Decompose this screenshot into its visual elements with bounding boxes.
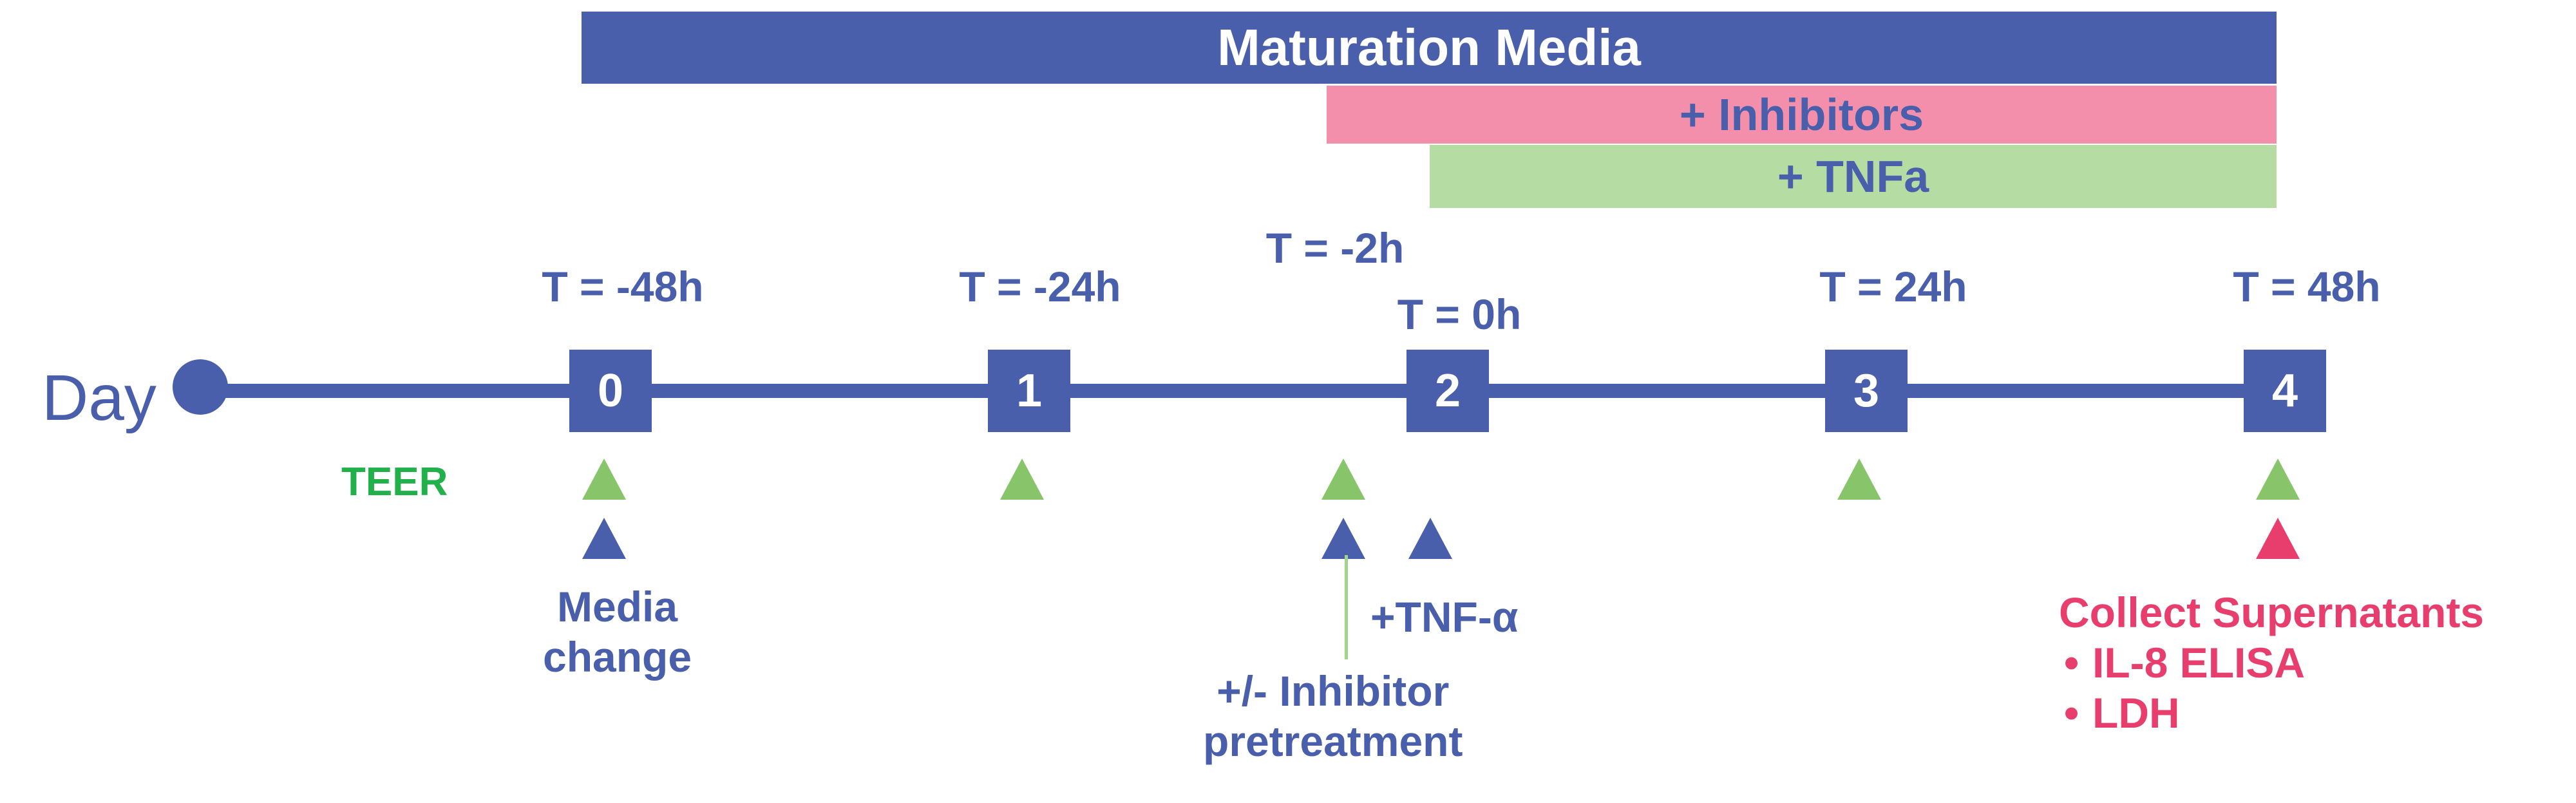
teer-label: TEER <box>341 460 448 504</box>
time-label-day-1: T = -24h <box>959 263 1121 310</box>
time-label-day-0: T = -48h <box>542 263 704 310</box>
collect-supernatants-list: IL-8 ELISA LDH <box>2059 638 2484 739</box>
day-box-2-label: 2 <box>1434 365 1461 417</box>
day-box-3-label: 3 <box>1853 365 1880 417</box>
media-change-marker <box>582 518 626 559</box>
tnfa-label: + TNFa <box>1777 151 1929 202</box>
time-label-minus-2h: T = -2h <box>1265 224 1405 272</box>
tnf-alpha-marker <box>1408 518 1452 559</box>
inhibitor-marker <box>1321 518 1365 559</box>
time-label-day-4: T = 48h <box>2233 263 2381 310</box>
maturation-media-bar: Maturation Media <box>582 12 2277 84</box>
day-axis-label: Day <box>42 362 156 434</box>
tnf-alpha-note: +TNF-α <box>1370 593 1519 641</box>
inhibitor-pretreatment-note: +/- Inhibitor pretreatment <box>1203 666 1463 767</box>
time-label-day-3: T = 24h <box>1819 263 1967 310</box>
teer-marker-pretreatment <box>1321 458 1365 500</box>
day-box-0-label: 0 <box>597 365 624 417</box>
pretreatment-connector-line <box>1345 555 1348 659</box>
teer-marker-day-4 <box>2256 458 2300 500</box>
teer-marker-day-3 <box>1837 458 1881 500</box>
teer-marker-day-0 <box>582 458 626 500</box>
media-change-line-2: change <box>543 632 692 681</box>
day-box-2: 2 <box>1406 350 1489 432</box>
inhibitors-label: + Inhibitors <box>1679 90 1924 140</box>
inhibitors-bar: + Inhibitors <box>1327 86 2277 144</box>
maturation-media-label: Maturation Media <box>1217 19 1641 76</box>
time-label-day-2: T = 0h <box>1397 290 1522 338</box>
teer-marker-day-1 <box>1000 458 1044 500</box>
collect-item-il8: IL-8 ELISA <box>2059 638 2484 688</box>
inhibitor-pretreatment-line-2: pretreatment <box>1203 717 1463 765</box>
day-box-4: 4 <box>2244 350 2326 432</box>
collect-supernatants-note: Collect Supernatants IL-8 ELISA LDH <box>2059 588 2484 739</box>
collect-marker <box>2256 518 2300 559</box>
media-change-line-1: Media <box>557 583 678 630</box>
day-box-1-label: 1 <box>1016 365 1043 417</box>
day-box-4-label: 4 <box>2271 365 2298 417</box>
timeline-line <box>200 384 2280 398</box>
day-box-1: 1 <box>988 350 1070 432</box>
inhibitor-pretreatment-line-1: +/- Inhibitor <box>1217 667 1450 715</box>
timeline-start-dot <box>173 359 228 415</box>
day-box-0: 0 <box>569 350 652 432</box>
collect-supernatants-title: Collect Supernatants <box>2059 589 2485 636</box>
day-box-3: 3 <box>1825 350 1908 432</box>
media-change-note: Media change <box>543 582 692 683</box>
collect-item-ldh: LDH <box>2059 688 2484 739</box>
tnfa-bar: + TNFa <box>1430 145 2277 208</box>
